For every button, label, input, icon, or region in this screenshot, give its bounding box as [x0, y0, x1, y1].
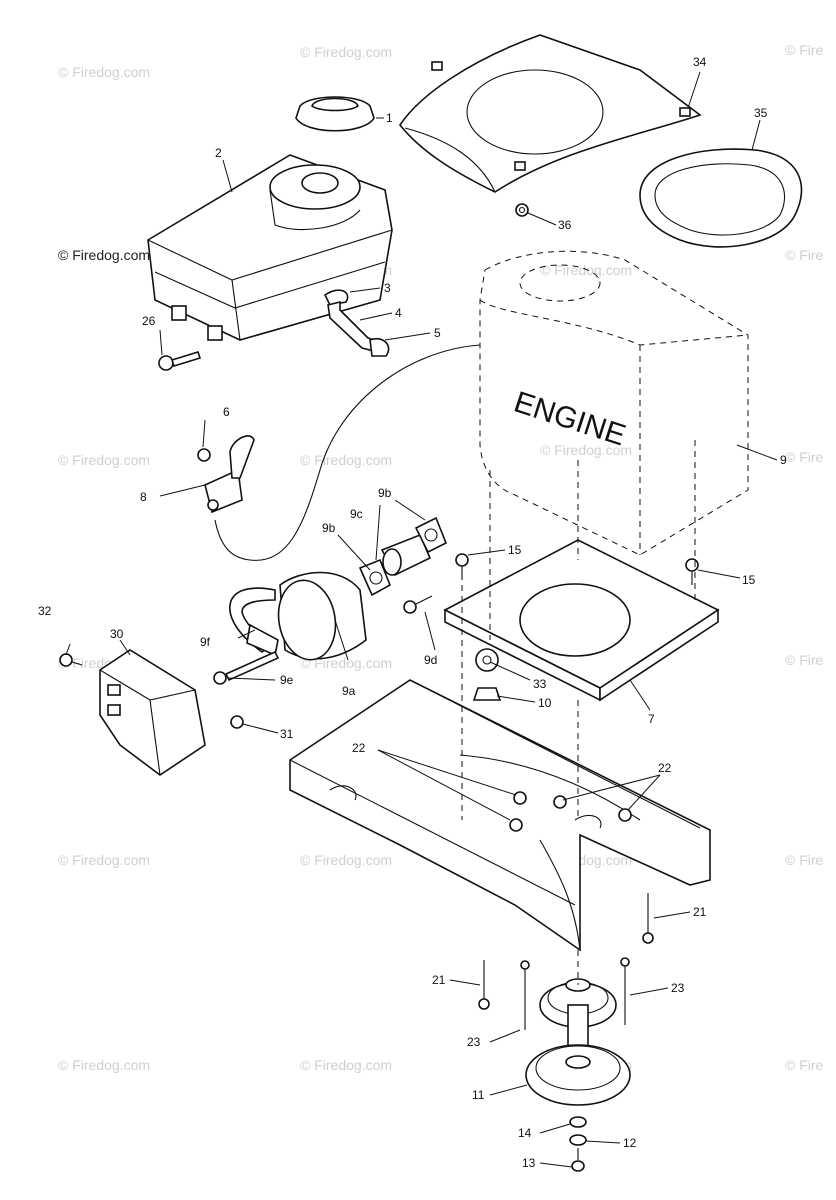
alignment-lines — [461, 440, 696, 985]
battery-cover-part — [99, 649, 206, 776]
callout-label: 26 — [142, 314, 156, 328]
callout-label: 2 — [215, 146, 222, 160]
callout-label: 22 — [352, 741, 366, 755]
watermark: © Firedog.com — [58, 64, 150, 80]
engine-outline: ENGINE — [479, 250, 749, 556]
nut-10-part — [472, 687, 502, 701]
callout-label: 7 — [648, 712, 655, 726]
star-washer-part — [475, 648, 499, 672]
callout-label: 31 — [280, 727, 294, 741]
callout-label: 9c — [350, 507, 363, 521]
ring-gasket-part — [639, 148, 803, 248]
throttle-cable — [214, 344, 481, 561]
callout-label: 34 — [693, 55, 707, 69]
callout-label: 15 — [742, 573, 756, 587]
exhaust-elbow-part — [380, 533, 432, 577]
pulley-part — [525, 978, 631, 1106]
fuel-line-part — [323, 289, 390, 357]
washer-14-part — [569, 1116, 587, 1128]
watermark: © Firedog.com — [540, 442, 632, 458]
bolt-15-part — [685, 558, 699, 585]
bolt-31-part — [230, 715, 244, 729]
watermark: © Fire — [785, 852, 824, 868]
callout-label: 21 — [432, 973, 446, 987]
callout-label: 14 — [518, 1126, 532, 1140]
nut-part — [515, 203, 529, 217]
watermark-dark: © Firedog.com — [58, 247, 150, 263]
callout-label: 8 — [140, 490, 147, 504]
muffler-part — [229, 571, 367, 661]
bolt-15-part — [455, 553, 469, 580]
callout-label: 32 — [38, 604, 52, 618]
shroud-part — [399, 34, 702, 193]
watermark: © Firedog.com — [58, 452, 150, 468]
watermark: © Firedog.com — [300, 44, 392, 60]
watermark: © Firedog.com — [300, 452, 392, 468]
stud-23-part — [520, 960, 530, 1030]
callout-label: 15 — [508, 543, 522, 557]
watermark: © Fire — [785, 449, 824, 465]
fuel-tank-part — [147, 154, 393, 341]
callout-label: 10 — [538, 696, 552, 710]
watermark-layer: © Firedog.com © Firedog.com © Firedog.co… — [58, 42, 824, 1073]
engine-plate-part — [443, 539, 720, 702]
callout-label: 23 — [671, 981, 685, 995]
nut-22-part — [618, 808, 632, 822]
bolt-21-part — [478, 960, 490, 1010]
callout-label: 22 — [658, 761, 672, 775]
callout-label: 9f — [200, 635, 211, 649]
throttle-control-part — [197, 435, 255, 514]
bolt-part — [158, 351, 202, 371]
callout-label: 30 — [110, 627, 124, 641]
stud-23-part — [620, 957, 630, 1025]
gasket-9b-part — [414, 516, 448, 554]
watermark: © Firedog.com — [300, 852, 392, 868]
callout-label: 1 — [386, 111, 393, 125]
watermark: © Fire — [785, 652, 824, 668]
nut-22-part — [553, 795, 567, 809]
watermark: © Firedog.com — [540, 262, 632, 278]
callout-label: 9e — [280, 673, 294, 687]
watermark: © Fire — [785, 42, 824, 58]
watermark: © Fire — [785, 247, 824, 263]
callout-label: 9a — [342, 684, 356, 698]
watermark: © Firedog.com — [300, 1057, 392, 1073]
watermark: © Firedog.com — [58, 1057, 150, 1073]
watermark: © Fire — [785, 1057, 824, 1073]
bolt-9d-part — [403, 595, 433, 614]
fuel-cap-part — [295, 96, 375, 132]
callout-label: 9b — [378, 486, 392, 500]
callout-label: 6 — [223, 405, 230, 419]
callout-label: 36 — [558, 218, 572, 232]
watermark: © Firedog.com — [58, 852, 150, 868]
gasket-9b-part — [358, 558, 392, 597]
callout-label: 33 — [533, 677, 547, 691]
washer-12-part — [569, 1134, 587, 1146]
callout-label: 4 — [395, 306, 402, 320]
callout-labels: 1 2 3 4 5 6 7 8 9 9a 9b 9b 9c 9d 9e 9f 1… — [38, 55, 787, 1170]
callout-label: 11 — [472, 1088, 485, 1102]
callout-label: 3 — [384, 281, 391, 295]
callout-label: 35 — [754, 106, 768, 120]
nut-22-part — [513, 791, 527, 805]
callout-label: 9b — [322, 521, 336, 535]
callout-label: 9d — [424, 653, 437, 667]
callout-label: 13 — [522, 1156, 536, 1170]
callout-label: 9 — [780, 453, 787, 467]
bolt-13-part — [571, 1148, 585, 1172]
callout-label: 21 — [693, 905, 707, 919]
leader-lines — [65, 71, 778, 1168]
callout-label: 5 — [434, 326, 441, 340]
callout-label: 23 — [467, 1035, 481, 1049]
callout-label: 12 — [623, 1136, 637, 1150]
bolt-21-part — [642, 893, 654, 944]
nut-22-part — [509, 818, 523, 832]
